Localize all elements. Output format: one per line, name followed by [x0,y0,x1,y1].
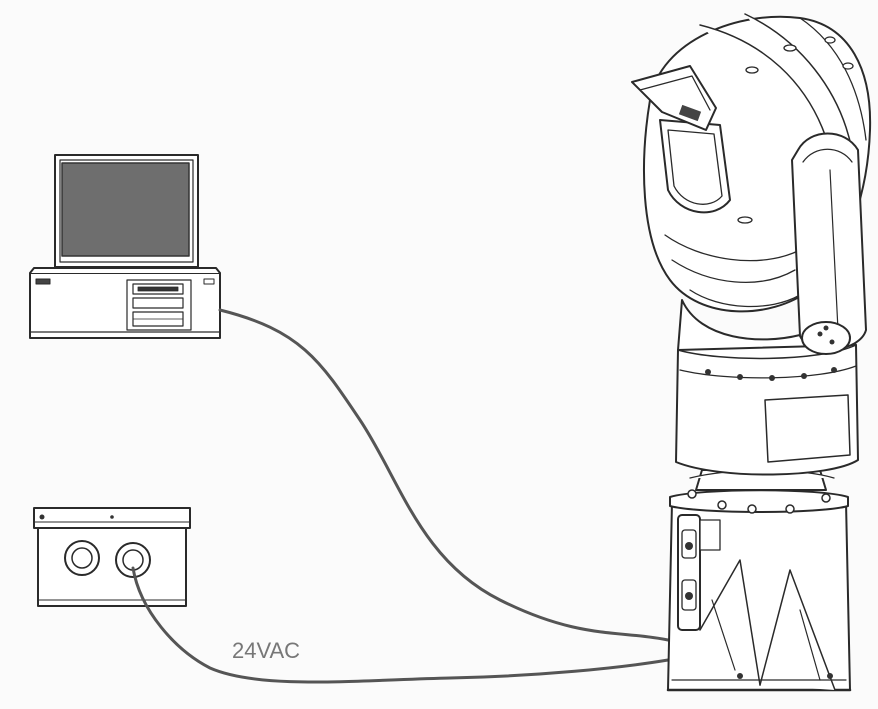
data-cable [218,308,670,642]
ptz-camera-icon [631,13,872,692]
computer-base-unit-icon [29,267,221,339]
power-cable-label: 24VAC [232,638,300,663]
power-supply-box-icon [33,507,191,607]
camera-pan-body-icon [675,344,859,476]
cables [131,308,670,684]
power-cable [131,566,670,684]
camera-base-icon [666,489,852,692]
camera-yoke-arm-icon [791,132,867,355]
camera-head-icon [631,13,872,313]
desktop-computer-icon [29,154,221,339]
monitor-icon [54,154,199,274]
